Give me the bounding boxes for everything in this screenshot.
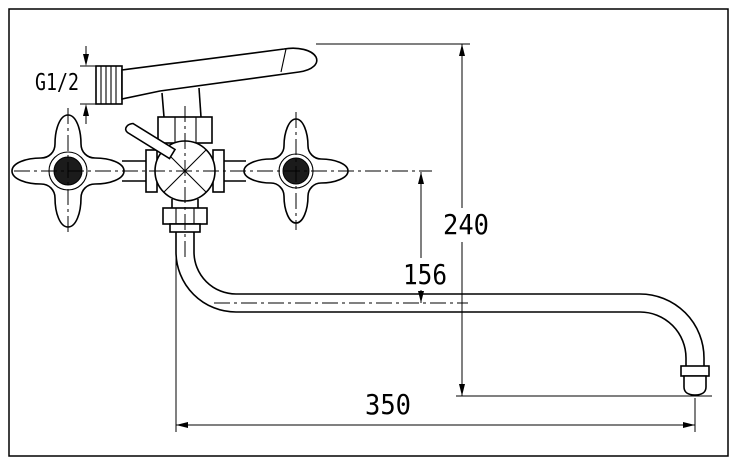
faucet-figure: [11, 47, 710, 396]
arrowhead-up-icon: [83, 104, 89, 116]
arrowhead-down-icon: [459, 384, 465, 396]
dim-label-offset: 156: [403, 258, 447, 291]
dim-label-thread: G1/2: [35, 70, 79, 96]
thread-connector: [95, 65, 123, 105]
dim-label-reach: 350: [365, 388, 411, 421]
top-spout: [121, 47, 318, 118]
dimension-thread-g12: G1/2: [35, 46, 98, 124]
arrowhead-down-icon: [83, 54, 89, 66]
handle-stems: [122, 160, 246, 182]
arrowhead-left-icon: [176, 422, 188, 428]
arrowhead-up-icon: [459, 44, 465, 56]
dim-label-height: 240: [443, 208, 489, 241]
arrowhead-down-icon: [418, 291, 424, 303]
drawing-frame: [8, 8, 729, 457]
spout-pipe: [162, 199, 710, 396]
lever-handle: [124, 122, 177, 160]
dimension-reach-350: 350: [175, 255, 696, 432]
centerlines: [14, 106, 468, 304]
arrowhead-right-icon: [683, 422, 695, 428]
dimension-height-240: 240: [316, 43, 712, 397]
dimension-offset-156: 156: [403, 172, 447, 303]
spout-outlet: [680, 365, 710, 396]
arrowhead-up-icon: [418, 172, 424, 184]
